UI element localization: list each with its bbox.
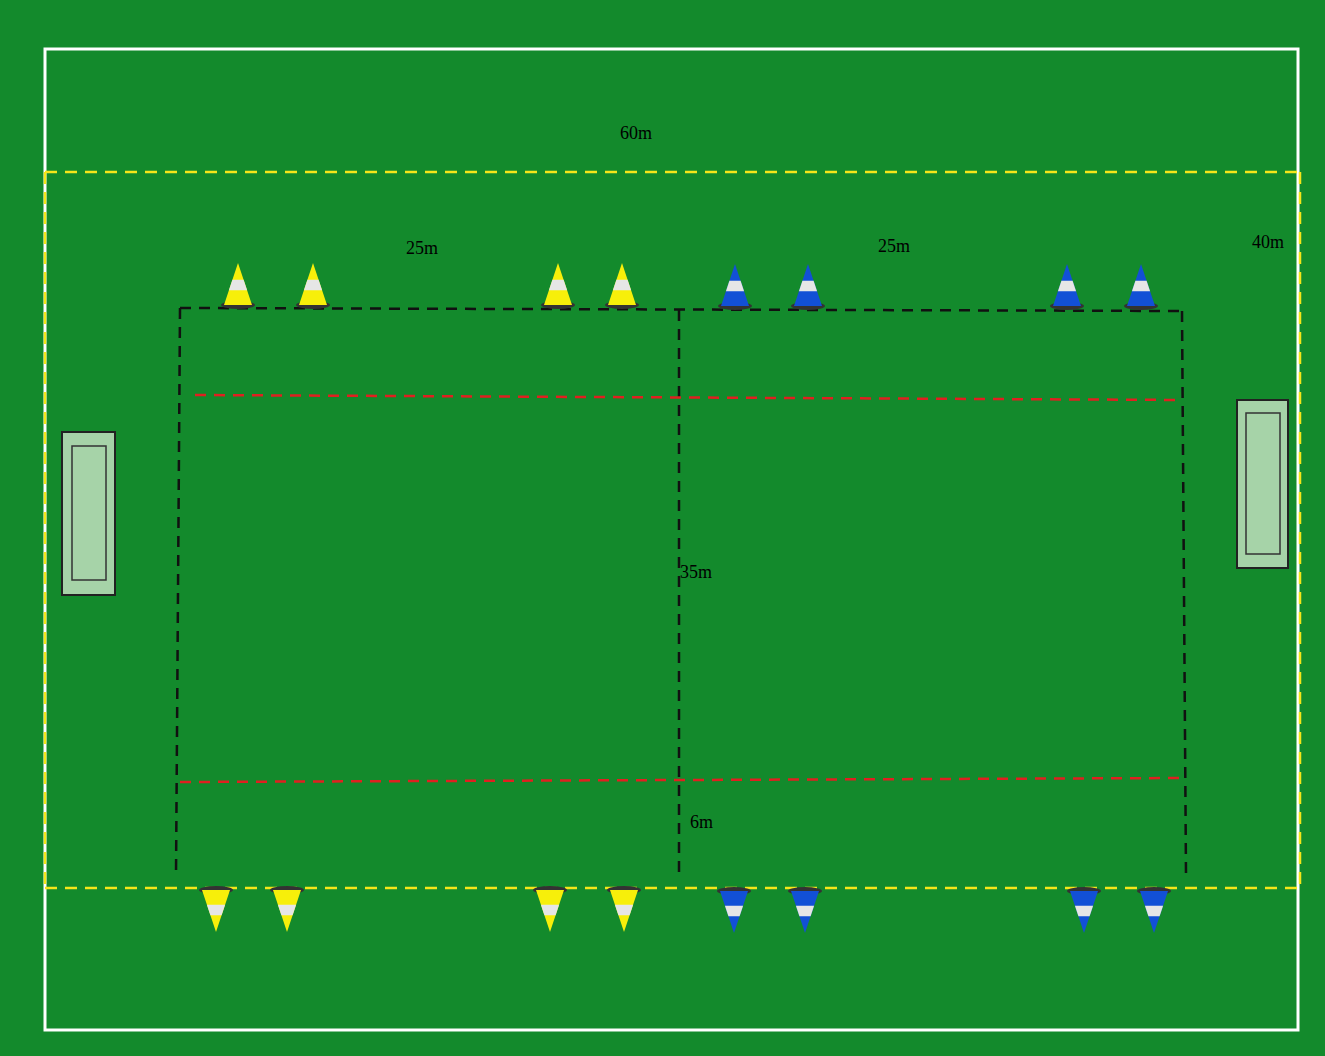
inner-area: [176, 308, 1186, 880]
dimension-label: 6m: [690, 813, 713, 831]
cones: [199, 263, 1171, 933]
cone: [791, 264, 825, 310]
cone: [1050, 264, 1084, 310]
cone: [199, 886, 233, 932]
cone: [296, 263, 330, 309]
cone: [1124, 264, 1158, 310]
cone: [788, 887, 822, 933]
cone: [541, 263, 575, 309]
red-lines: [180, 395, 1186, 782]
goal-left: [62, 432, 115, 595]
cone: [718, 264, 752, 310]
goal-right: [1237, 400, 1288, 568]
cone: [270, 886, 304, 932]
dimension-label: 25m: [406, 239, 438, 257]
dimension-label: 40m: [1252, 233, 1284, 251]
dimension-label: 25m: [878, 237, 910, 255]
cone: [1067, 887, 1101, 933]
cone: [607, 886, 641, 932]
cone: [605, 263, 639, 309]
pitch-boundary: [45, 49, 1298, 1030]
dimension-label: 60m: [620, 124, 652, 142]
cone: [1137, 887, 1171, 933]
dimension-label: 35m: [680, 563, 712, 581]
cone: [221, 263, 255, 309]
outer-zone: [45, 172, 1300, 888]
cone: [533, 886, 567, 932]
cone: [717, 887, 751, 933]
